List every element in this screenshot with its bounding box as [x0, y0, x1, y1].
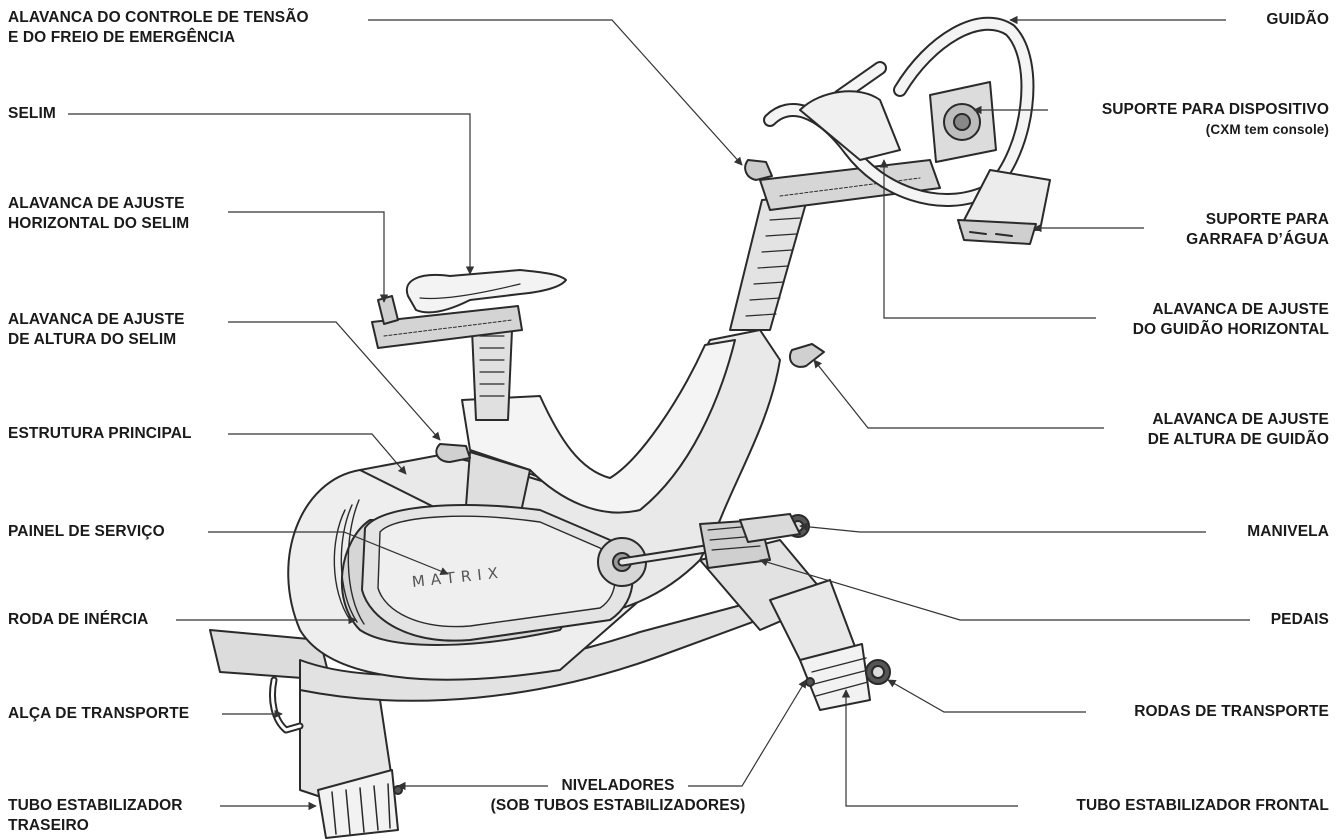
label-levelers: NIVELADORES (SOB TUBOS ESTABILIZADORES) — [490, 777, 746, 814]
saddle-height-lever-shape — [435, 443, 471, 463]
service-panel: MATRIX — [361, 504, 634, 642]
label-main-frame: ESTRUTURA PRINCIPAL — [8, 425, 192, 442]
bike-drawing: MATRIX — [209, 16, 1051, 839]
front-leveler — [805, 677, 815, 687]
label-tension-brake: ALAVANCA DO CONTROLE DE TENSÃO E DO FREI… — [8, 9, 309, 46]
seat-post — [471, 329, 513, 421]
device-holder-shape — [929, 81, 997, 163]
leader-saddle — [68, 113, 475, 275]
label-handlebar-height: ALAVANCA DE AJUSTE DE ALTURA DE GUIDÃO — [1147, 411, 1329, 448]
leader-lines — [68, 15, 1250, 811]
leader-handlebar-horizontal — [879, 159, 1096, 319]
label-device-holder: SUPORTE PARA DISPOSITIVO (CXM tem consol… — [1101, 101, 1329, 137]
leader-handlebar-height — [813, 359, 1104, 429]
rear-leveler — [393, 785, 403, 795]
leader-service-panel — [208, 531, 449, 576]
leader-tension-brake — [368, 19, 743, 166]
seat-rail — [371, 295, 523, 349]
leader-saddle-height — [228, 321, 441, 441]
handlebar-shape — [763, 16, 1035, 207]
label-service-panel: PAINEL DE SERVIÇO — [8, 523, 165, 540]
handlebar-slider — [759, 159, 941, 211]
label-handlebar-horizontal: ALAVANCA DE AJUSTE DO GUIDÃO HORIZONTAL — [1132, 301, 1329, 338]
crank-pedal-shape — [597, 513, 801, 587]
handlebar-stem — [729, 195, 809, 331]
label-saddle: SELIM — [8, 105, 56, 122]
label-crank: MANIVELA — [1247, 523, 1329, 540]
label-transport-wheels: RODAS DE TRANSPORTE — [1134, 703, 1329, 720]
label-flywheel: RODA DE INÉRCIA — [8, 611, 149, 628]
leader-pedals — [759, 558, 1250, 621]
label-saddle-height: ALAVANCA DE AJUSTE DE ALTURA DO SELIM — [8, 311, 185, 348]
label-handlebar: GUIDÃO — [1266, 11, 1329, 28]
leader-front-stabilizer — [841, 689, 1018, 807]
tension-lever-shape — [744, 159, 773, 181]
bottle-holder-shape — [957, 169, 1051, 245]
leader-saddle-horizontal — [228, 211, 389, 303]
carry-handle — [269, 676, 304, 734]
label-saddle-horizontal: ALAVANCA DE AJUSTE HORIZONTAL DO SELIM — [8, 195, 190, 232]
handlebar-height-lever-shape — [788, 343, 825, 368]
label-bottle-holder: SUPORTE PARA GARRAFA D’ÁGUA — [1186, 211, 1329, 248]
leader-crank — [799, 522, 1206, 533]
leader-levelers-front — [688, 679, 807, 787]
label-carry-handle: ALÇA DE TRANSPORTE — [8, 705, 190, 722]
label-rear-stabilizer: TUBO ESTABILIZADOR TRASEIRO — [8, 797, 183, 834]
label-front-stabilizer: TUBO ESTABILIZADOR FRONTAL — [1076, 797, 1329, 814]
label-pedals: PEDAIS — [1270, 611, 1329, 628]
leader-main-frame — [228, 433, 407, 475]
leader-transport-wheels — [887, 679, 1086, 713]
